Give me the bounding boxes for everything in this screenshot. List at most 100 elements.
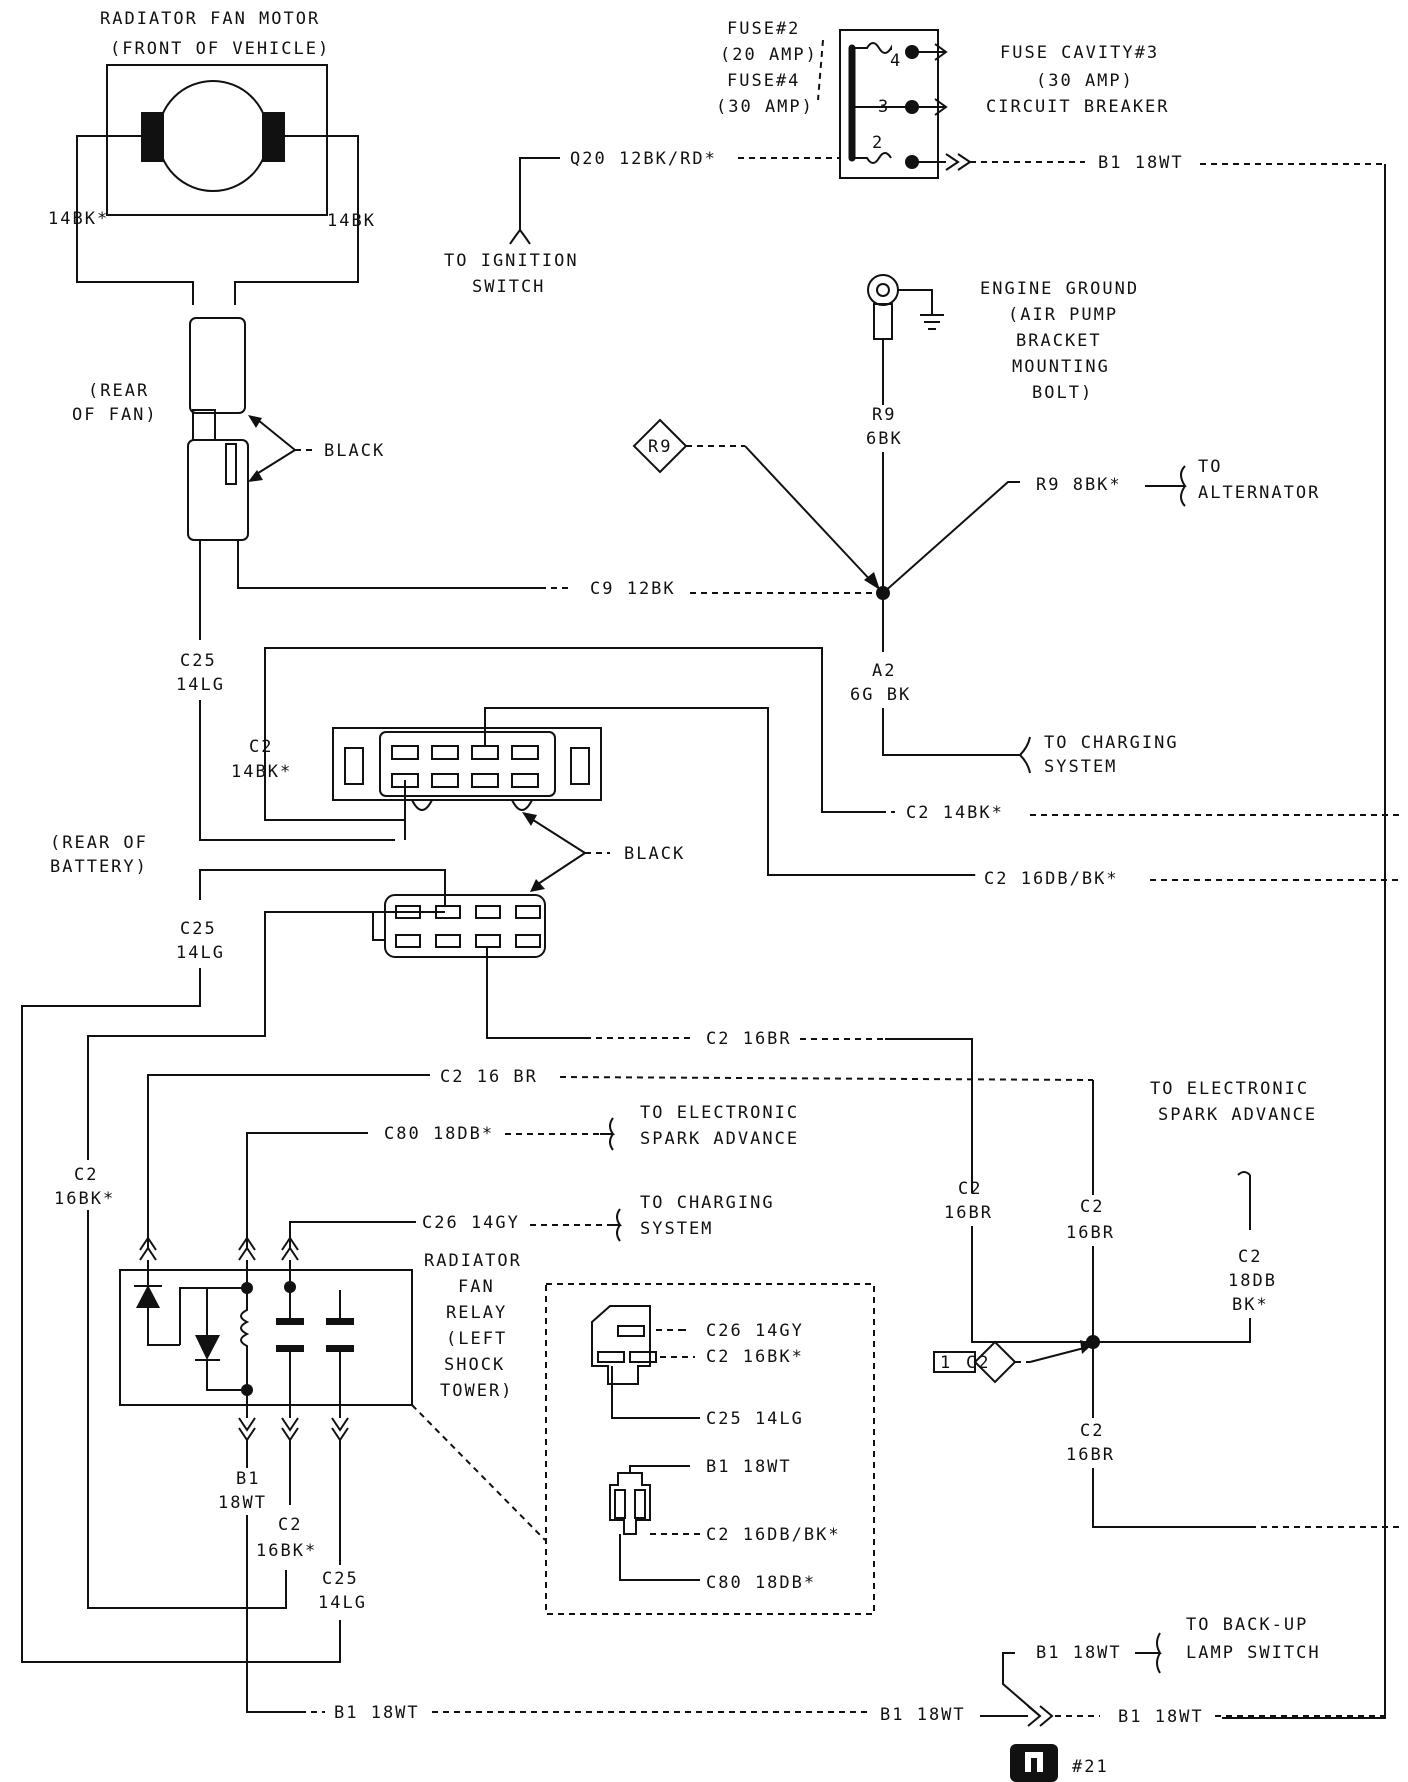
wire-label-c2-v4: C2 bbox=[1080, 1421, 1104, 1441]
wire-label-c2-16br-a: C2 16BR bbox=[706, 1029, 792, 1049]
lower-connector: (REAR OF BATTERY) C25 14LG C2 16BK* C2 1… bbox=[21, 833, 973, 1663]
esa-right-label: TO ELECTRONIC bbox=[1150, 1079, 1309, 1099]
fuse2-amp-label: (20 AMP) bbox=[720, 45, 818, 65]
fuse-pin-2: 2 bbox=[872, 133, 884, 153]
circuit-breaker-label: CIRCUIT BREAKER bbox=[986, 97, 1170, 117]
rear-of-battery-label: (REAR OF bbox=[50, 833, 148, 853]
wire-label-c9: C9 12BK bbox=[590, 579, 676, 599]
wire-label-14bk: 14BK bbox=[327, 211, 376, 231]
engine-ground-label-3: BRACKET bbox=[1016, 331, 1102, 351]
wire-label-b1-bottom-a: B1 18WT bbox=[334, 1703, 420, 1723]
connector-b1: B1 18WT bbox=[706, 1457, 792, 1477]
wire-label-c80: C80 18DB* bbox=[384, 1124, 494, 1144]
connector-c2-16db: C2 16DB/BK* bbox=[706, 1525, 841, 1545]
wire-label-c2-v4-2: 16BR bbox=[1066, 1445, 1115, 1465]
wire-label-c25-relay: C25 bbox=[322, 1569, 359, 1589]
to-charging2-label: TO CHARGING bbox=[640, 1193, 775, 1213]
wire-label-b1-backup: B1 18WT bbox=[1036, 1643, 1122, 1663]
engine-ground-label: ENGINE GROUND bbox=[980, 279, 1139, 299]
relay-label-6: TOWER) bbox=[440, 1381, 513, 1401]
wire-label-c25-relay-2: 14LG bbox=[318, 1593, 367, 1613]
wire-label-r9-8bk: R9 8BK* bbox=[1036, 475, 1122, 495]
connector-c25: C25 14LG bbox=[706, 1409, 804, 1429]
relay-label-3: RELAY bbox=[446, 1303, 507, 1323]
to-backup-label: TO BACK-UP bbox=[1186, 1615, 1308, 1635]
fuse-pin-4: 4 bbox=[890, 51, 902, 71]
fan-motor-subtitle: (FRONT OF VEHICLE) bbox=[110, 39, 330, 59]
wire-label-c2-14bk-right: C2 14BK* bbox=[906, 803, 1004, 823]
c2-diamond-label: C2 bbox=[966, 1353, 990, 1373]
wire-label-c25-mid: C25 bbox=[180, 919, 217, 939]
rear-of-fan-label-2: OF FAN) bbox=[72, 405, 158, 425]
relay-wires: C2 16 BR C80 18DB* TO ELECTRONIC SPARK A… bbox=[119, 1067, 1094, 1713]
right-c2-wires: C2 14BK* C2 16DB/BK* bbox=[880, 803, 1400, 889]
fuse-block: FUSE#2 (20 AMP) FUSE#4 (30 AMP) 4 3 2 FU… bbox=[444, 19, 1386, 1719]
black-pointer-mid: BLACK bbox=[522, 812, 685, 892]
relay-label-4: (LEFT bbox=[446, 1329, 507, 1349]
wire-label-c2-v1: C2 bbox=[958, 1179, 982, 1199]
to-charging-label-2: SYSTEM bbox=[1044, 757, 1117, 777]
page-ref-label: #21 bbox=[1072, 1757, 1109, 1777]
c2-diamond-num: 1 bbox=[940, 1353, 952, 1373]
to-charging-label: TO CHARGING bbox=[1044, 733, 1179, 753]
engine-ground-label-4: MOUNTING bbox=[1012, 357, 1110, 377]
wire-label-r9-6bk: 6BK bbox=[866, 429, 903, 449]
wire-label-c25-top: C25 bbox=[180, 651, 217, 671]
fuse2-label: FUSE#2 bbox=[727, 19, 800, 39]
wire-label-b1-bottom-c: B1 18WT bbox=[1118, 1707, 1204, 1727]
wire-label-c2-left: C2 bbox=[249, 737, 273, 757]
wire-label-c2-relay-2: 16BK* bbox=[256, 1541, 317, 1561]
fuse4-amp-label: (30 AMP) bbox=[716, 97, 814, 117]
fan-connector: (REAR OF FAN) BLACK C9 12BK C25 14LG bbox=[72, 317, 880, 841]
wire-label-c2-v3-3: BK* bbox=[1232, 1295, 1269, 1315]
upper-connector: C2 14BK* bbox=[231, 647, 975, 876]
wire-label-c2-v3: C2 bbox=[1238, 1247, 1262, 1267]
wire-label-r9: R9 bbox=[872, 405, 896, 425]
relay-label-2: FAN bbox=[458, 1277, 495, 1297]
esa-right-label-2: SPARK ADVANCE bbox=[1158, 1105, 1317, 1125]
rear-of-battery-label-2: BATTERY) bbox=[50, 857, 148, 877]
radiator-fan-motor: RADIATOR FAN MOTOR (FRONT OF VEHICLE) 14… bbox=[48, 9, 376, 305]
to-charging2-label-2: SYSTEM bbox=[640, 1219, 713, 1239]
wire-label-b1-top: B1 18WT bbox=[1098, 153, 1184, 173]
black-label-mid: BLACK bbox=[624, 844, 685, 864]
to-alternator-label-2: ALTERNATOR bbox=[1198, 483, 1320, 503]
wire-label-c25-top-2: 14LG bbox=[176, 675, 225, 695]
wire-label-c2-v2-2: 16BR bbox=[1066, 1223, 1115, 1243]
wire-label-c2-v3-2: 18DB bbox=[1228, 1271, 1277, 1291]
wire-label-b1-relay: B1 bbox=[236, 1469, 260, 1489]
to-ignition-label: TO IGNITION bbox=[444, 251, 579, 271]
fuse-cavity-label: FUSE CAVITY#3 bbox=[1000, 43, 1159, 63]
rear-of-fan-label: (REAR bbox=[88, 381, 149, 401]
wire-label-c2-16bk-2: 16BK* bbox=[54, 1189, 115, 1209]
wire-label-c2-16br-b: C2 16 BR bbox=[440, 1067, 538, 1087]
black-label-top: BLACK bbox=[324, 441, 385, 461]
to-backup-label-2: LAMP SWITCH bbox=[1186, 1643, 1321, 1663]
engine-ground: ENGINE GROUND (AIR PUMP BRACKET MOUNTING… bbox=[632, 274, 1320, 777]
b1-bottom-bus: B1 18WT B1 18WT B1 18WT B1 18WT TO BACK-… bbox=[300, 1615, 1385, 1727]
engine-ground-label-5: BOLT) bbox=[1032, 383, 1093, 403]
fuse-pin-3: 3 bbox=[878, 97, 890, 117]
relay-label: RADIATOR bbox=[424, 1251, 522, 1271]
wire-label-a2-6gbk: 6G BK bbox=[850, 685, 911, 705]
wire-label-c26: C26 14GY bbox=[422, 1213, 520, 1233]
wire-label-c2-v2: C2 bbox=[1080, 1197, 1104, 1217]
connector-c26: C26 14GY bbox=[706, 1321, 804, 1341]
wire-label-c2-16db-right: C2 16DB/BK* bbox=[984, 869, 1119, 889]
to-esa-label: TO ELECTRONIC bbox=[640, 1103, 799, 1123]
wire-label-c2-16bk: C2 bbox=[74, 1165, 98, 1185]
page-reference: #21 bbox=[1010, 1744, 1109, 1782]
wire-label-c2-left-2: 14BK* bbox=[231, 762, 292, 782]
connector-detail: C26 14GY C2 16BK* C25 14LG B1 18WT C2 16… bbox=[545, 1283, 875, 1615]
fuse4-label: FUSE#4 bbox=[727, 71, 800, 91]
engine-ground-label-2: (AIR PUMP bbox=[1008, 305, 1118, 325]
wire-label-c25-mid-2: 14LG bbox=[176, 943, 225, 963]
fan-motor-title: RADIATOR FAN MOTOR bbox=[100, 9, 320, 29]
wire-label-c2-relay: C2 bbox=[278, 1515, 302, 1535]
wire-label-a2: A2 bbox=[872, 661, 896, 681]
c2-splice: TO ELECTRONIC SPARK ADVANCE C2 18DB BK* … bbox=[933, 1079, 1400, 1528]
wire-label-b1-relay-2: 18WT bbox=[218, 1493, 267, 1513]
wire-label-b1-bottom-b: B1 18WT bbox=[880, 1705, 966, 1725]
connector-c80: C80 18DB* bbox=[706, 1573, 816, 1593]
